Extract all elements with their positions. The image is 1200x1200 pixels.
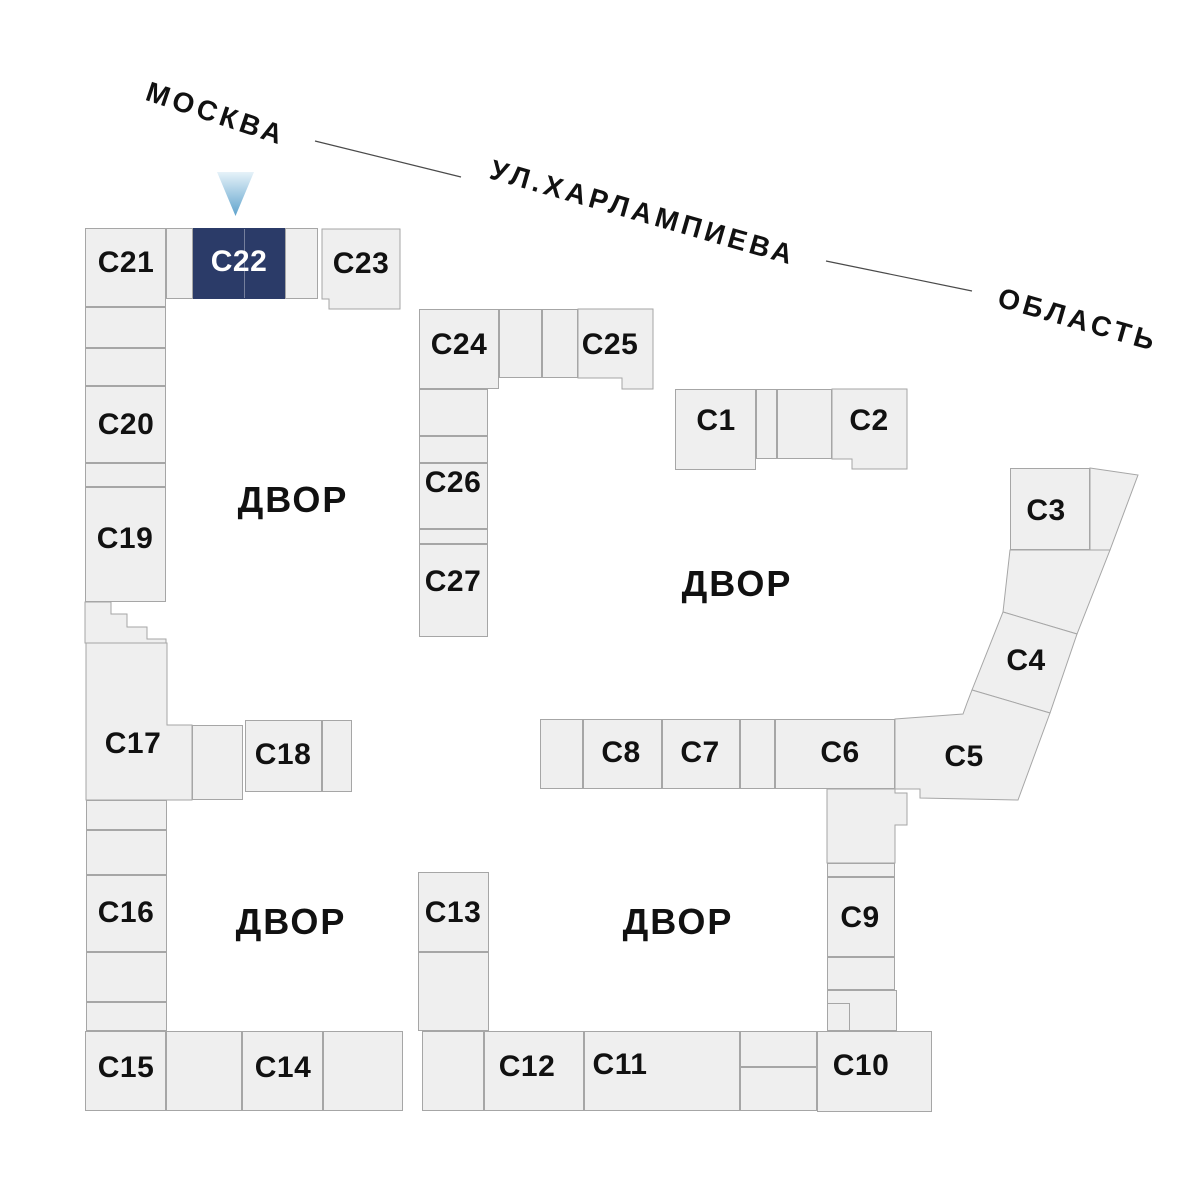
building-segment	[740, 719, 775, 789]
building-c7[interactable]	[662, 719, 740, 789]
building-segment-stairs	[84, 601, 167, 644]
building-label-c19: С19	[96, 522, 154, 555]
building-c21[interactable]	[85, 228, 166, 307]
building-label-c20: С20	[97, 408, 155, 441]
courtyard-label-top-left: ДВОР	[237, 479, 349, 520]
building-segment	[542, 309, 578, 378]
building-segment	[85, 307, 166, 348]
building-label-c1: С1	[696, 404, 736, 437]
building-c5-shape[interactable]	[894, 689, 1051, 801]
building-c26[interactable]	[419, 463, 488, 529]
building-label-c3: С3	[1026, 494, 1066, 527]
building-label-c6: С6	[820, 736, 860, 769]
building-c15[interactable]	[85, 1031, 166, 1111]
building-segment-right-of-c3	[1089, 467, 1139, 551]
building-c20[interactable]	[85, 386, 166, 463]
building-segment	[86, 800, 167, 830]
building-segment	[323, 1031, 403, 1111]
building-c14[interactable]	[242, 1031, 323, 1111]
building-label-c22: С22	[210, 245, 268, 278]
building-c23-shape[interactable]	[321, 228, 401, 310]
building-segment	[499, 309, 542, 378]
building-segment	[166, 228, 193, 299]
building-c11[interactable]	[584, 1031, 740, 1111]
building-label-c24: С24	[430, 328, 488, 361]
courtyard-label-bottom-left: ДВОР	[235, 901, 347, 942]
building-segment	[756, 389, 777, 459]
building-label-c14: С14	[254, 1051, 312, 1084]
building-segment	[419, 389, 488, 436]
building-c6[interactable]	[775, 719, 895, 789]
building-segment	[419, 436, 488, 463]
building-segment	[285, 228, 318, 299]
building-label-c15: С15	[97, 1051, 155, 1084]
building-c16[interactable]	[86, 875, 167, 952]
building-segment	[86, 952, 167, 1002]
building-segment	[740, 1031, 817, 1067]
building-c8[interactable]	[583, 719, 662, 789]
building-segment	[86, 830, 167, 875]
building-segment	[740, 1067, 817, 1111]
building-segment	[192, 725, 243, 800]
building-c13[interactable]	[418, 872, 489, 952]
building-segment	[827, 1003, 850, 1031]
building-label-c16: С16	[97, 896, 155, 929]
building-label-c9: С9	[840, 901, 880, 934]
building-label-c23: С23	[332, 247, 390, 280]
building-c1[interactable]	[675, 389, 756, 470]
building-segment	[418, 952, 489, 1031]
building-label-c2: С2	[849, 404, 889, 437]
courtyard-label-top-right: ДВОР	[681, 563, 793, 604]
building-label-c4: С4	[1006, 644, 1046, 677]
building-segment	[166, 1031, 242, 1111]
building-segment	[419, 529, 488, 544]
building-label-c10: С10	[832, 1049, 890, 1082]
building-label-c27: С27	[424, 565, 482, 598]
building-label-c21: С21	[97, 246, 155, 279]
selected-building-arrow-icon	[217, 172, 254, 216]
building-c27[interactable]	[419, 544, 488, 637]
building-label-c12: С12	[498, 1050, 556, 1083]
building-c2-shape[interactable]	[831, 388, 908, 470]
c22-section-divider	[244, 229, 245, 298]
building-c22-selected[interactable]	[193, 228, 285, 299]
building-segment-below-c6	[826, 788, 908, 864]
building-c3[interactable]	[1010, 468, 1090, 550]
building-label-c18: С18	[254, 738, 312, 771]
courtyard-label-bottom-right: ДВОР	[622, 901, 734, 942]
building-segment	[422, 1031, 484, 1111]
building-segment	[827, 863, 895, 877]
building-c10[interactable]	[817, 1031, 932, 1112]
building-c12[interactable]	[484, 1031, 584, 1111]
building-c18[interactable]	[245, 720, 322, 792]
building-segment	[86, 1002, 167, 1031]
building-segment	[322, 720, 352, 792]
building-label-c17: С17	[104, 727, 162, 760]
building-label-c26: С26	[424, 466, 482, 499]
street-line-2	[825, 260, 973, 292]
building-segment	[85, 348, 166, 386]
street-line-1	[314, 140, 462, 178]
building-label-c7: С7	[680, 736, 720, 769]
building-label-c11: С11	[592, 1048, 648, 1081]
building-segment	[540, 719, 583, 789]
building-segment	[777, 389, 832, 459]
building-label-c5: С5	[944, 740, 984, 773]
building-c19[interactable]	[85, 487, 166, 602]
building-label-c25: С25	[581, 328, 639, 361]
building-label-c13: С13	[424, 896, 482, 929]
building-label-c8: С8	[601, 736, 641, 769]
building-segment	[827, 957, 895, 990]
building-c25-shape[interactable]	[577, 308, 654, 390]
building-segment	[85, 463, 166, 487]
building-c17-shape[interactable]	[85, 642, 193, 801]
building-c24[interactable]	[419, 309, 499, 389]
building-c9[interactable]	[827, 877, 895, 957]
